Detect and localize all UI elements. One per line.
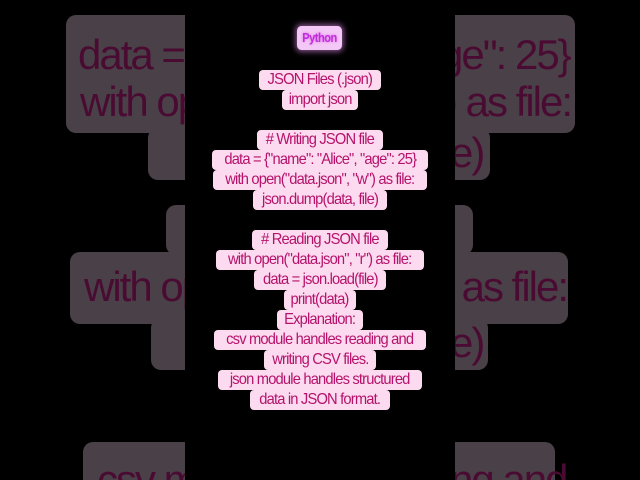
- caption-line: print(data): [284, 290, 356, 310]
- caption-line: csv module handles reading and: [214, 330, 426, 350]
- topic-tag: Python: [296, 26, 343, 50]
- caption-line: Explanation:: [277, 310, 363, 330]
- caption-writing: # Writing JSON file data = {"name": "Ali…: [185, 130, 455, 210]
- caption-line: JSON Files (.json): [259, 70, 381, 90]
- bg-fragment: ge": 25}: [440, 31, 572, 78]
- caption-line: data = {"name": "Alice", "age": 25}: [211, 150, 429, 170]
- caption-line: json module handles structured: [218, 370, 422, 390]
- caption-reading: # Reading JSON file with open("data.json…: [185, 230, 455, 410]
- caption-line: with open("data.json", "w") as file:: [213, 170, 427, 190]
- caption-line: data in JSON format.: [250, 390, 390, 410]
- bg-fragment: ) as file:: [444, 78, 573, 125]
- caption-line: with open("data.json", "r") as file:: [216, 250, 424, 270]
- bg-fragment: with op: [80, 78, 201, 125]
- caption-line: # Writing JSON file: [257, 130, 383, 150]
- caption-line: import json: [281, 90, 359, 110]
- caption-line: # Reading JSON file: [252, 230, 388, 250]
- bg-fragment: e): [450, 129, 485, 176]
- bg-fragment: with op: [84, 263, 205, 310]
- caption-intro: JSON Files (.json) import json: [185, 70, 455, 110]
- topic-tag-label: Python: [302, 30, 337, 45]
- caption-line: json.dump(data, file): [252, 190, 388, 210]
- bg-fragment: e): [450, 319, 485, 366]
- bg-fragment: ng and: [450, 456, 568, 480]
- bg-fragment: ) as file:: [440, 263, 569, 310]
- caption-line: writing CSV files.: [263, 350, 377, 370]
- caption-line: data = json.load(file): [253, 270, 387, 290]
